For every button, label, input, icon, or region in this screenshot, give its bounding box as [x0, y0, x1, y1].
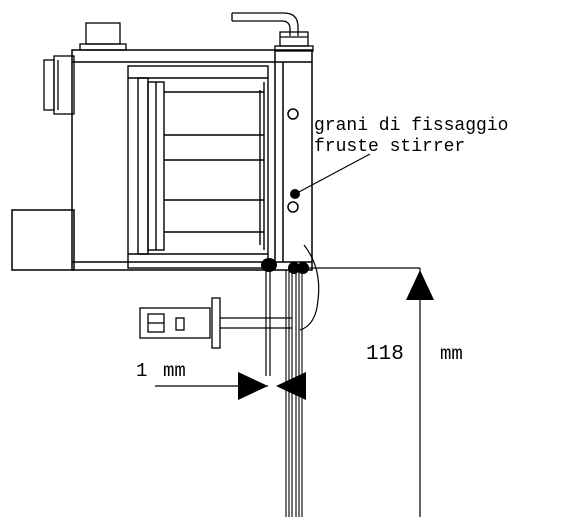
shaft-joints	[261, 258, 309, 274]
stirrer-shaft-left	[265, 268, 271, 376]
screw-hole-lower	[287, 201, 299, 213]
left-side-connector	[43, 55, 75, 115]
height-dimension	[306, 267, 434, 517]
height-value-label: 118	[366, 343, 404, 366]
grani-label-line1: grani di fissaggio	[314, 116, 508, 136]
height-unit-label: mm	[440, 343, 463, 365]
gap-unit-label: mm	[163, 360, 186, 382]
left-top-knob	[79, 22, 127, 51]
grani-label-line2: fruste stirrer	[314, 137, 465, 157]
whisk-loop	[299, 244, 320, 331]
coil-windings	[164, 91, 264, 233]
right-top-knob	[274, 31, 314, 52]
power-plug	[139, 297, 292, 349]
gap-value-label: 1	[136, 360, 147, 382]
inner-frame	[127, 65, 269, 269]
height-arrowhead	[406, 270, 434, 300]
gap-arrowhead-right	[276, 372, 306, 400]
top-pipe	[231, 12, 299, 36]
screw-hole-upper	[287, 108, 299, 120]
set-screw-dot	[290, 189, 300, 199]
gap-dimension	[155, 372, 306, 400]
gap-arrowhead-left	[238, 372, 268, 400]
grani-leader-line	[296, 153, 371, 194]
motor-housing	[71, 49, 313, 271]
motor-side-block	[11, 209, 75, 271]
